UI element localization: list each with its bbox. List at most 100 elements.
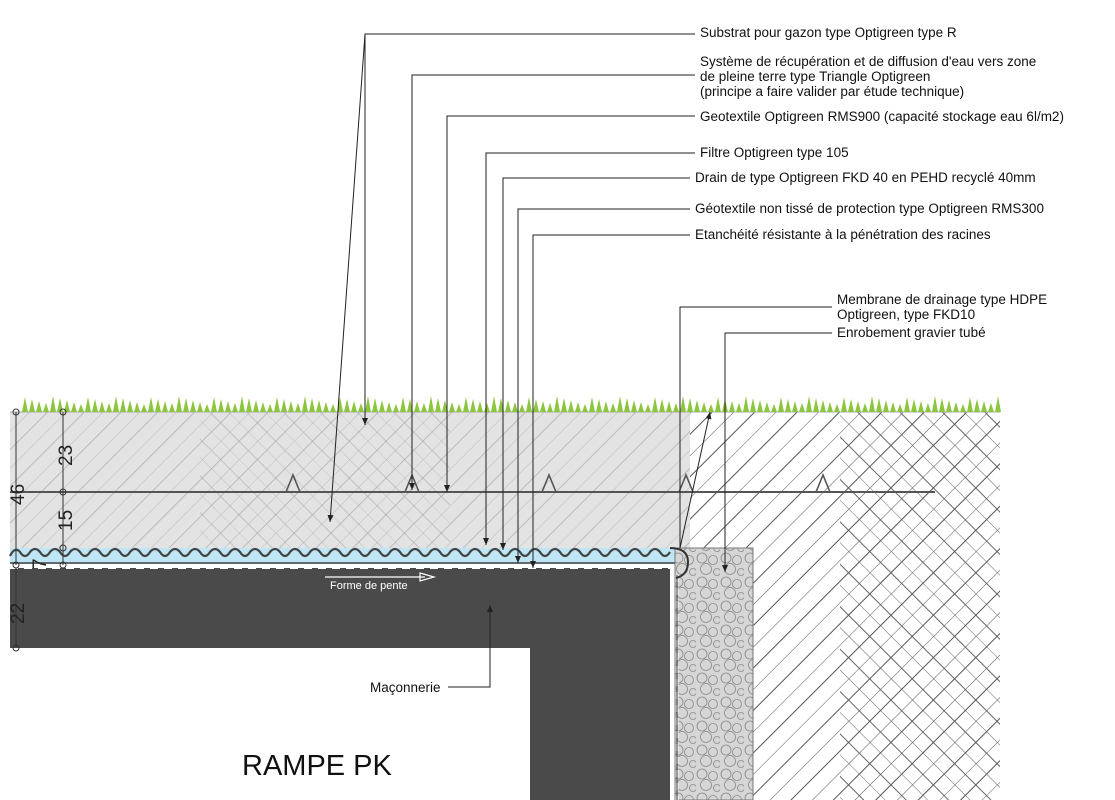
label-etancheite: Etanchéité résistante à la pénétration d… [695,227,991,242]
dim-total: 46 [8,484,29,505]
grass-blade [120,398,126,412]
grass-blade [218,399,224,412]
grass-blade [526,397,532,412]
grass-blade [939,398,945,412]
grass-blade [36,401,42,412]
grass-blade [148,397,154,412]
grass-blade [785,399,791,412]
grass-blade [211,397,217,412]
label-enrobement: Enrobement gravier tubé [837,325,986,340]
grass-blade [22,397,28,412]
grass-blade [127,400,133,412]
grass-blade [64,400,70,412]
grass-blade [610,403,616,412]
grass-blade [414,401,420,412]
grass-blade [694,400,700,412]
slope-arrow: Forme de pente [325,572,437,592]
grass-blade [967,397,973,412]
grass-blade [197,402,203,412]
grass-blade [351,401,357,412]
grass-blade [981,401,987,412]
grass-blade [638,402,644,412]
grass-blade [596,399,602,412]
grass-blade [358,403,364,412]
grass-blade [540,401,546,412]
label-geotextile-rms900: Geotextile Optigreen RMS900 (capacité st… [700,109,1064,124]
grass-blade [624,398,630,412]
grass-blade [260,402,266,412]
grass-blade [484,403,490,412]
grass-blade [239,396,245,412]
grass-blade [281,399,287,412]
grass-blade [253,400,259,412]
drawing-title: RAMPE PK [242,750,393,782]
grass-blade [225,401,231,412]
grass-blade [379,400,385,412]
slope-label: Forme de pente [330,580,408,592]
grass-blade [988,403,994,412]
label-drain: Drain de type Optigreen FKD 40 en PEHD r… [695,170,1036,185]
grass-blade [701,402,707,412]
grass-blade [743,396,749,412]
grass-blade [155,399,161,412]
grass-blade [274,397,280,412]
grass-blade [813,398,819,412]
grass-blade [778,397,784,412]
grass-blade [302,396,308,412]
grass-blade [575,402,581,412]
grass-blade [876,398,882,412]
grass-blade [134,402,140,412]
grass-blade [330,404,336,412]
grass-blade [393,404,399,412]
grass-blade [92,399,98,412]
grass-blade [449,402,455,412]
grass-blade [960,404,966,412]
label-systeme-1: Système de récupération et de diffusion … [700,54,1036,69]
grass-blade [589,397,595,412]
grass-blade [400,397,406,412]
grass-blade [344,399,350,412]
grass-blade [176,396,182,412]
grass-blade [946,400,952,412]
grass-blade [603,401,609,412]
grass-blade [764,402,770,412]
label-membrane-1: Membrane de drainage type HDPE [837,292,1047,307]
grass-blade [547,403,553,412]
grass-blade [78,404,84,412]
grass-blade [267,404,273,412]
grass-blade [659,399,665,412]
grass-blade [757,400,763,412]
drain-layer [9,547,675,564]
grass-blade [519,404,525,412]
grass-blade [687,398,693,412]
label-substrat: Substrat pour gazon type Optigreen type … [700,25,957,40]
grass-strip [22,396,1001,412]
grass-blade [680,396,686,412]
grass-blade [204,404,210,412]
grass-blade [463,397,469,412]
label-geotextile-rms300: Géotextile non tissé de protection type … [695,201,1044,216]
grass-blade [106,403,112,412]
grass-blade [953,402,959,412]
grass-blade [932,396,938,412]
gravel-column [669,547,754,800]
grass-blade [974,399,980,412]
grass-blade [316,400,322,412]
grass-blade [890,402,896,412]
grass-blade [841,397,847,412]
grass-blade [617,396,623,412]
substrate-layer [10,411,1000,548]
grass-blade [99,401,105,412]
grass-blade [288,401,294,412]
dim-drain: 7 [30,558,51,569]
grass-blade [309,398,315,412]
grass-blade [750,398,756,412]
grass-blade [834,404,840,412]
label-systeme-2: de pleine terre type Triangle Optigreen [700,69,930,84]
grass-blade [43,403,49,412]
grass-blade [491,396,497,412]
grass-blade [71,402,77,412]
grass-blade [792,401,798,412]
grass-blade [323,402,329,412]
grass-blade [995,396,1001,412]
